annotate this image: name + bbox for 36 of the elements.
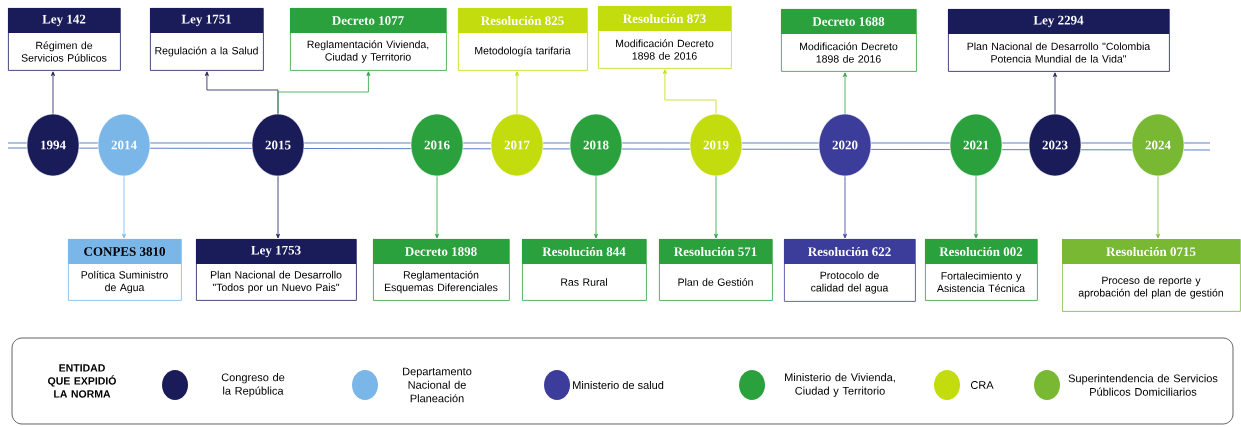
arrow — [51, 71, 55, 115]
legend-title: ENTIDAD QUE EXPIDIÓ LA NORMA — [48, 364, 116, 398]
document-box: Resolución 0715 Proceso de reporte y aprobación del plan de gestión — [1062, 239, 1241, 312]
arrow — [843, 175, 847, 239]
document-box: Resolución 571 Plan de Gestión — [659, 239, 773, 301]
arrow — [1156, 175, 1160, 239]
arrow — [843, 72, 847, 115]
document-box: Ley 142 Régimen de Servicios Públicos — [8, 8, 121, 71]
arrow — [594, 175, 598, 239]
arrow — [515, 71, 519, 115]
document-box: Decreto 1688 Modificación Decreto 1898 de 2016 — [781, 9, 917, 72]
legend-label: Ministerio de Vivienda, Ciudad y Territorio — [785, 373, 895, 397]
document-box: Resolución 622 Protocolo de calidad del agua — [784, 239, 916, 302]
document-box: Resolución 825 Metodología tarifaria — [458, 8, 588, 71]
document-box: Ley 2294 Plan Nacional de Desarrollo "Colombia Potencia Mundial de la Vida" — [948, 9, 1170, 72]
document-box: Decreto 1077 Reglamentación Vivienda, Ciudad y Territorio — [290, 8, 447, 71]
document-box: Resolución 844 Ras Rural — [522, 239, 647, 301]
arrow — [1053, 72, 1057, 115]
legend-label: Departamento Nacional de Planeación — [403, 367, 472, 403]
legend-label: CRA — [970, 381, 994, 389]
arrow — [277, 71, 371, 115]
legend-label: Congreso de la República — [221, 373, 285, 397]
arrow — [662, 69, 717, 115]
legend-label: Superintendencia de Servicios Públicos Domiciliarios — [1068, 374, 1218, 396]
arrow — [276, 175, 280, 239]
arrow — [122, 175, 126, 239]
arrow — [435, 175, 439, 239]
document-box: CONPES 3810 Política Suministro de Agua — [68, 239, 182, 301]
document-box: Resolución 002 Fortalecimiento y Asistencia Técnica — [925, 239, 1038, 301]
arrow — [974, 175, 978, 239]
document-box: Resolución 873 Modificación Decreto 1898 de 2016 — [598, 6, 732, 69]
arrow — [714, 175, 718, 239]
legend-label: Ministerio de salud — [573, 380, 664, 390]
document-box: Ley 1753 Plan Nacional de Desarrollo "Todos por un Nuevo Pais" — [196, 239, 357, 301]
document-box: Ley 1751 Regulación a la Salud — [150, 8, 264, 71]
document-box: Decreto 1898 Reglamentación Esquemas Diferenciales — [373, 239, 510, 301]
